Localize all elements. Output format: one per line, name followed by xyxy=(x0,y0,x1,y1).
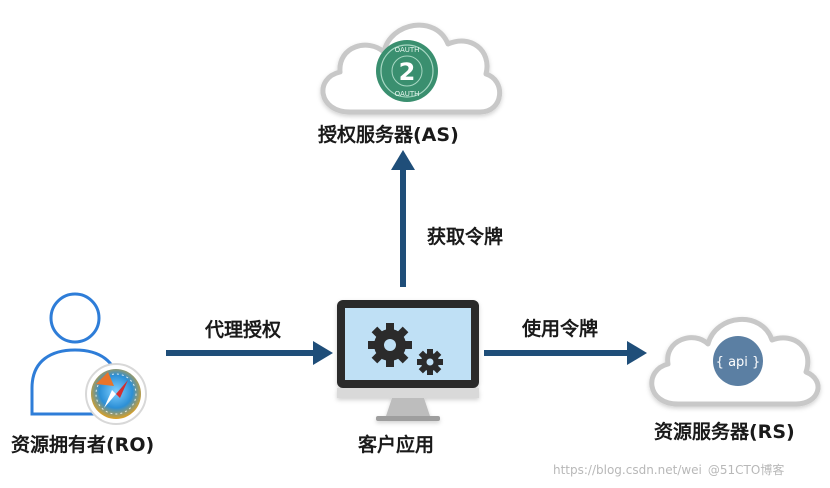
client-label: 客户应用 xyxy=(358,434,435,456)
watermark-site: @51CTO博客 xyxy=(707,463,785,477)
gears-icon xyxy=(368,323,443,375)
resource-owner-label: 资源拥有者(RO) xyxy=(11,434,155,456)
arrow-use-token-head xyxy=(627,341,647,365)
monitor-icon xyxy=(337,300,479,421)
arrow-proxy-authorize-head xyxy=(313,341,333,365)
watermark-url: https://blog.csdn.net/wei xyxy=(553,463,702,477)
api-text: { api } xyxy=(716,355,761,370)
oauth-badge-icon: OAUTH OAUTH 2 xyxy=(376,40,438,102)
resource-server-label: 资源服务器(RS) xyxy=(654,421,795,443)
oauth-ring-bottom: OAUTH xyxy=(395,90,420,98)
api-icon: { api } xyxy=(713,336,763,386)
authorization-server-label: 授权服务器(AS) xyxy=(318,124,459,146)
browser-icon xyxy=(85,363,147,425)
get-token-label: 获取令牌 xyxy=(427,226,504,248)
oauth-badge-number: 2 xyxy=(399,58,416,86)
oauth-ring-top: OAUTH xyxy=(395,46,420,54)
use-token-label: 使用令牌 xyxy=(522,318,599,340)
watermark: https://blog.csdn.net/wei @51CTO博客 xyxy=(553,461,790,478)
arrow-get-token-head xyxy=(391,150,415,170)
proxy-authorize-label: 代理授权 xyxy=(205,319,282,341)
